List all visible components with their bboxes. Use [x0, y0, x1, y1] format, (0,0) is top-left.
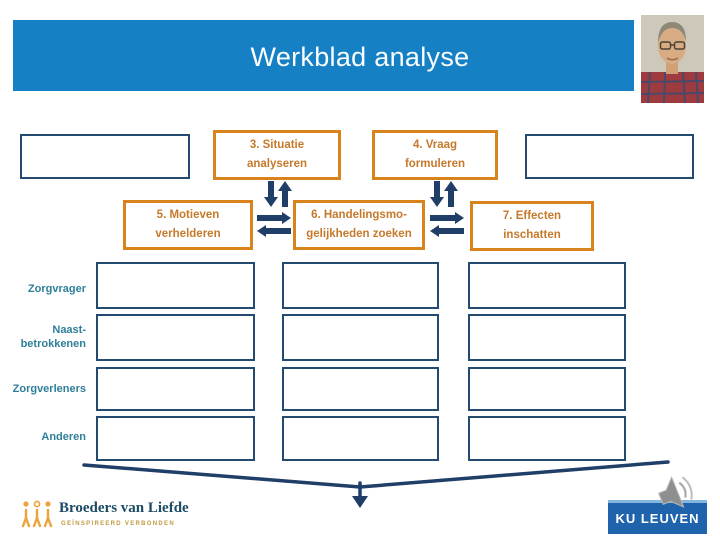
double-vertical-arrow-icon-step4 [430, 181, 458, 207]
step-7-line1: 7. Effecten [502, 210, 562, 222]
step-3-line1: 3. Situatie [249, 139, 305, 151]
row-label-zorgverleners: Zorgverleners [12, 383, 86, 395]
grid-cell-r3c2 [282, 367, 439, 411]
step-box-7-effecten-inschatten: 7. Effecten inschatten [470, 201, 594, 251]
page-title: Werkblad analyse [250, 42, 470, 72]
presenter-photo-image [640, 15, 705, 104]
header-bar [13, 20, 634, 91]
grid-cell-r3c3 [468, 367, 626, 411]
step-5-line1: 5. Motieven [156, 209, 220, 221]
row-label-zorgvrager: Zorgvrager [27, 283, 86, 295]
grid-cell-r4c1 [96, 416, 255, 461]
grid-cell-r1c1 [96, 262, 255, 309]
step-4-line1: 4. Vraag [412, 139, 458, 151]
grid-cell-r4c3 [468, 416, 626, 461]
step-box-6-handelingsmogelijkheden-zoeken: 6. Handelingsmo- gelijkheden zoeken [293, 200, 425, 250]
grid-cell-r4c2 [282, 416, 439, 461]
step-6-line1: 6. Handelingsmo- [311, 209, 407, 221]
step-6-line2: gelijkheden zoeken [306, 228, 412, 240]
step-box-4-vraag-formuleren: 4. Vraag formuleren [372, 130, 498, 180]
grid-cell-r2c1 [96, 314, 255, 361]
step-7-line2: inschatten [503, 229, 561, 241]
brace-connector [82, 460, 670, 508]
step-3-line2: analyseren [246, 158, 308, 170]
grid-cell-r1c2 [282, 262, 439, 309]
grid-cell-r2c2 [282, 314, 439, 361]
step-5-line2: verhelderen [155, 228, 221, 240]
kuleuven-label: KU LEUVEN [615, 511, 700, 526]
empty-box-top-left [20, 134, 190, 179]
double-horizontal-arrow-icon-6-7 [430, 212, 464, 237]
grid-cell-r2c3 [468, 314, 626, 361]
row-label-naastbetrokkenen: Naast- betrokkenen [20, 324, 86, 350]
grid-cell-r3c1 [96, 367, 255, 411]
double-vertical-arrow-icon-step3 [264, 181, 292, 207]
double-horizontal-arrow-icon-5-6 [257, 212, 291, 237]
presenter-photo [640, 15, 705, 104]
three-figures-icon [20, 498, 54, 532]
step-box-3-situatie-analyseren: 3. Situatie analyseren [213, 130, 341, 180]
speaker-icon[interactable] [652, 468, 704, 518]
brand-name: Broeders van Liefde [59, 500, 189, 516]
brand-tagline: GEÏNSPIREERD VERBONDEN [61, 521, 175, 527]
step-box-5-motieven-verhelderen: 5. Motieven verhelderen [123, 200, 253, 250]
kuleuven-logo: KU LEUVEN [608, 500, 707, 534]
step-4-line2: formuleren [404, 158, 466, 170]
row-label-anderen: Anderen [41, 431, 86, 443]
empty-box-top-right [525, 134, 694, 179]
grid-cell-r1c3 [468, 262, 626, 309]
